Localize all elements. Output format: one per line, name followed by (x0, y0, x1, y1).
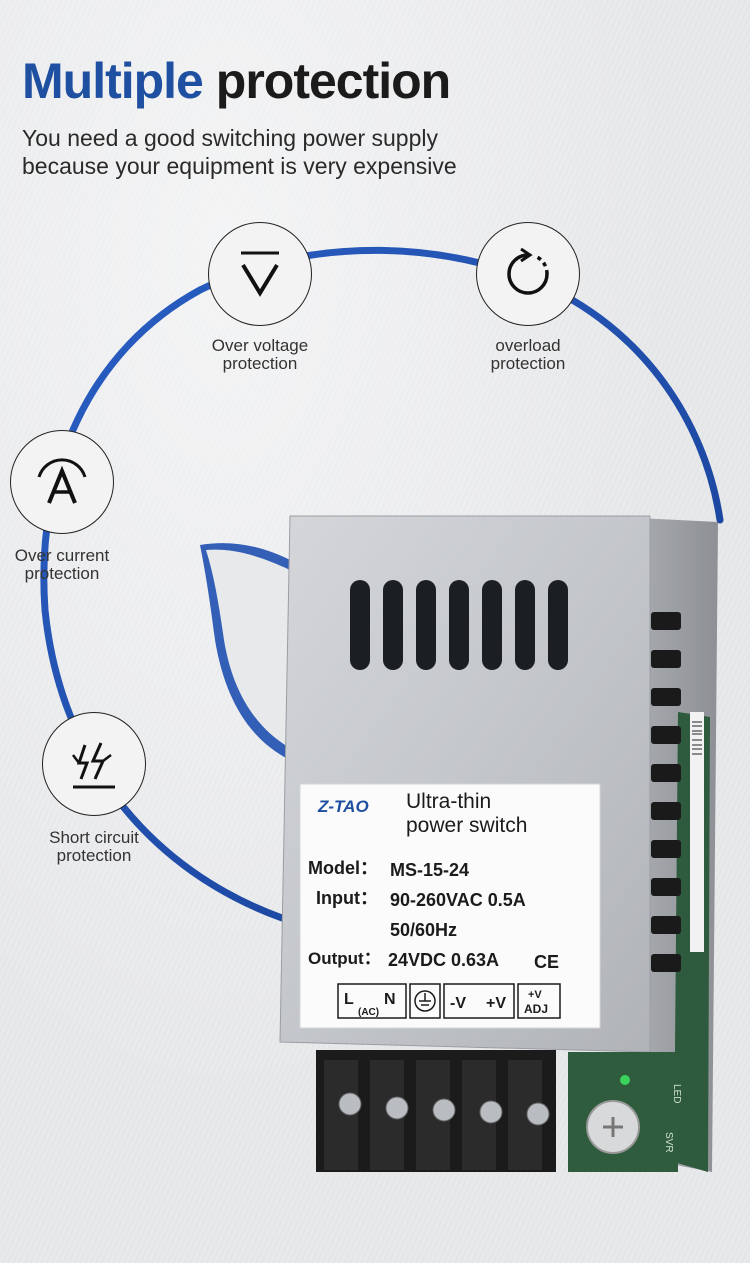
label-title-2: power switch (406, 814, 527, 837)
ground-icon (414, 990, 436, 1012)
input-key: Input： (316, 888, 378, 908)
terminal-l: L (344, 991, 354, 1008)
led-mark: LED (671, 1084, 682, 1103)
over-voltage-icon (241, 251, 279, 297)
over-current-icon (37, 458, 87, 504)
overload-icon (507, 247, 549, 295)
over-voltage-label: Over voltage protection (211, 336, 309, 373)
label-title-1: Ultra-thin (406, 790, 491, 813)
adjust-box (517, 983, 561, 1019)
input-frequency: 50/60Hz (390, 920, 457, 940)
over-current-label: Over current protection (14, 546, 110, 583)
terminal-adj-bottom: ADJ (524, 1002, 548, 1016)
output-value: 24VDC 0.63A (388, 950, 499, 970)
subtitle: You need a good switching power supply b… (22, 124, 457, 180)
subtitle-line-2: because your equipment is very expensive (22, 153, 457, 179)
subtitle-line-1: You need a good switching power supply (22, 125, 438, 151)
power-supply-device: LED SVR Z-TAO Ultra-thin power switch Mo… (279, 515, 718, 1172)
ce-mark: CE (534, 952, 559, 972)
title-rest: protection (215, 53, 451, 109)
title-highlight: Multiple (22, 53, 204, 109)
dc-output-box (443, 983, 515, 1019)
model-value: MS-15-24 (390, 860, 469, 880)
output-key: Output： (308, 949, 381, 968)
terminal-ac-box (337, 983, 407, 1019)
short-circuit-icon (72, 742, 115, 789)
input-value: 90-260VAC 0.5A (390, 890, 526, 910)
short-circuit-label: Short circuit protection (49, 828, 139, 865)
over-voltage-badge (208, 222, 312, 326)
overload-badge (476, 222, 580, 326)
terminal-adj-top: +V (528, 989, 542, 1001)
page-title: Multiple protection (22, 52, 451, 110)
short-circuit-badge (42, 712, 146, 816)
terminal-positive: +V (486, 995, 506, 1012)
over-current-badge (10, 430, 114, 534)
ground-box (409, 983, 441, 1019)
terminal-negative: -V (450, 995, 466, 1012)
overload-label: overload protection (490, 336, 566, 373)
svr-mark: SVR (663, 1132, 674, 1153)
model-key: Model： (308, 858, 378, 878)
terminal-n: N (384, 991, 396, 1008)
terminal-ac: (AC) (358, 1007, 379, 1018)
brand-logo: Z-TAO (317, 797, 369, 816)
